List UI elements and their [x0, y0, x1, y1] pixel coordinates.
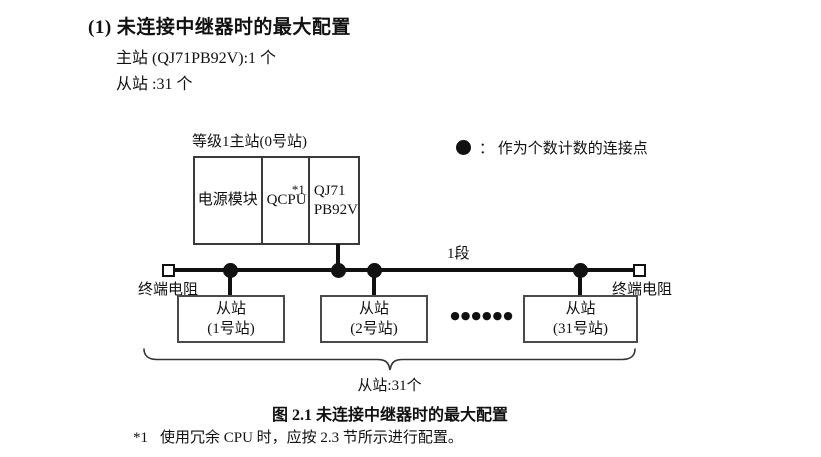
connection-dot-icon — [573, 263, 588, 278]
slave-station-box-2: 从站 (2号站) — [320, 295, 428, 343]
qj71-label-line2: PB92V — [313, 201, 358, 218]
master-station-box: 电源模块 QCPU *1 QJ71 PB92V — [193, 156, 360, 245]
master-drop-line — [336, 244, 340, 270]
segment-label: 1段 — [447, 246, 470, 262]
terminator-label-left: 终端电阻 — [138, 282, 199, 298]
connection-point-dot-icon — [456, 140, 471, 155]
slave1-label-line1: 从站 — [215, 300, 246, 317]
power-module-cell: 电源模块 — [195, 158, 263, 243]
slave1-label-line2: (1号站) — [207, 321, 255, 337]
footnote-reference: *1 — [291, 182, 305, 197]
qcpu-label: QCPU — [266, 192, 307, 209]
qj71-label-line1: QJ71 — [313, 182, 346, 199]
slave1-drop-line — [228, 270, 232, 296]
power-module-label: 电源模块 — [197, 192, 258, 209]
qj71pb92v-cell: QJ71 PB92V — [310, 158, 358, 243]
slave2-drop-line — [372, 270, 376, 296]
terminator-label-right: 终端电阻 — [612, 282, 673, 298]
footnote-marker: *1 — [133, 430, 148, 446]
terminator-square-right-icon — [633, 264, 646, 277]
brace-label: 从站:31个 — [357, 378, 422, 394]
footnote: *1 使用冗余 CPU 时，应按 2.3 节所示进行配置。 — [133, 426, 463, 447]
legend: ： 作为个数计数的连接点 — [456, 137, 648, 158]
slave31-label-line2: (31号站) — [553, 321, 608, 337]
ellipsis-dots: ●●●●●● — [450, 309, 514, 322]
underbrace — [143, 348, 636, 371]
slave2-label-line1: 从站 — [358, 300, 389, 317]
slave31-drop-line — [578, 270, 582, 296]
master-station-label: 等级1主站(0号站) — [192, 134, 307, 150]
terminator-square-left-icon — [162, 264, 175, 277]
slave2-label-line2: (2号站) — [350, 321, 398, 337]
master-count-line: 主站 (QJ71PB92V):1 个 — [116, 50, 277, 67]
footnote-text: 使用冗余 CPU 时，应按 2.3 节所示进行配置。 — [160, 430, 463, 446]
slave31-label-line1: 从站 — [565, 300, 596, 317]
slave-station-box-31: 从站 (31号站) — [523, 295, 638, 343]
bus-line — [172, 268, 636, 272]
qcpu-cell: QCPU *1 — [263, 158, 310, 243]
slave-count-line: 从站 :31 个 — [116, 76, 193, 93]
connection-dot-icon — [367, 263, 382, 278]
connection-dot-icon — [223, 263, 238, 278]
figure-caption: 图 2.1 未连接中继器时的最大配置 — [271, 407, 508, 424]
slave-station-box-1: 从站 (1号站) — [177, 295, 285, 343]
legend-text: ： 作为个数计数的连接点 — [479, 141, 648, 157]
connection-dot-icon — [331, 263, 346, 278]
section-heading: (1) 未连接中继器时的最大配置 — [88, 17, 351, 38]
